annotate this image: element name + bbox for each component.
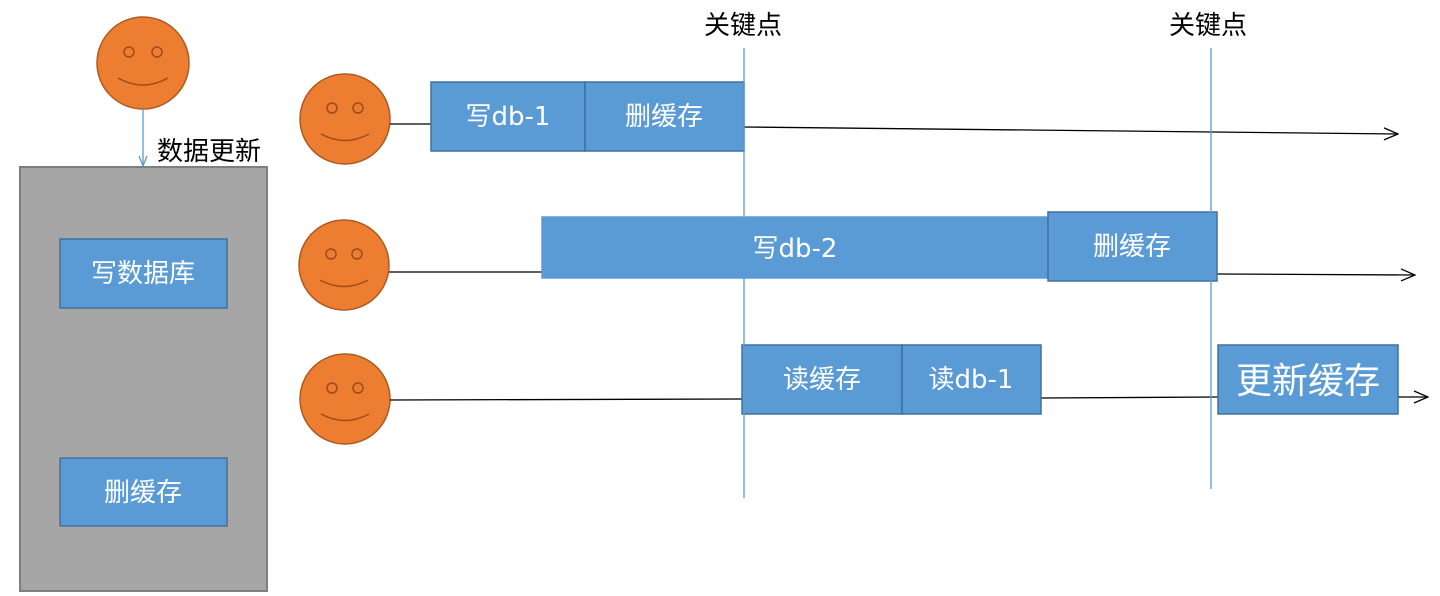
timeline-row-3: 读缓存 读db-1 更新缓存 — [299, 344, 1428, 445]
timeline-row-1: 写db-1 删缓存 — [299, 73, 1398, 165]
timeline-line — [1040, 396, 1219, 399]
write-db-1-box — [430, 81, 586, 152]
delete-cache-label-left: 删缓存 — [104, 478, 182, 508]
write-database-box — [59, 238, 228, 309]
timeline-line — [389, 398, 743, 401]
smiley-face-icon — [96, 16, 190, 110]
key-point-marker-2: 关键点 — [1169, 11, 1247, 489]
write-db-2-label: 写db-2 — [753, 234, 838, 264]
data-update-caption: 数据更新 — [157, 137, 261, 167]
update-cache-box — [1217, 344, 1399, 415]
update-cache-label: 更新缓存 — [1236, 361, 1380, 402]
read-cache-box — [741, 344, 903, 415]
timeline-arrow — [1216, 274, 1415, 275]
delete-cache-label: 删缓存 — [1093, 232, 1171, 262]
timeline-arrow — [743, 126, 1398, 134]
delete-cache-label: 删缓存 — [625, 102, 703, 132]
smiley-face-icon — [299, 73, 391, 165]
smiley-face-icon — [299, 353, 391, 445]
key-point-label: 关键点 — [1169, 11, 1247, 41]
key-point-label: 关键点 — [704, 11, 782, 41]
timeline-row-2: 写db-2 删缓存 — [298, 211, 1415, 311]
left-process-panel: 写数据库 删缓存 — [19, 166, 268, 592]
delete-cache-box — [1047, 211, 1218, 282]
delete-cache-box — [584, 81, 745, 152]
write-db-2-box — [541, 216, 1049, 279]
read-db-1-box — [901, 344, 1042, 415]
smiley-face-icon — [298, 219, 390, 311]
write-database-label: 写数据库 — [91, 259, 195, 289]
write-db-1-label: 写db-1 — [466, 102, 551, 132]
left-panel-background — [19, 166, 268, 592]
read-db-1-label: 读db-1 — [929, 365, 1014, 395]
delete-cache-box-left — [59, 457, 228, 527]
read-cache-label: 读缓存 — [783, 365, 861, 395]
key-point-marker-1: 关键点 — [704, 11, 782, 498]
